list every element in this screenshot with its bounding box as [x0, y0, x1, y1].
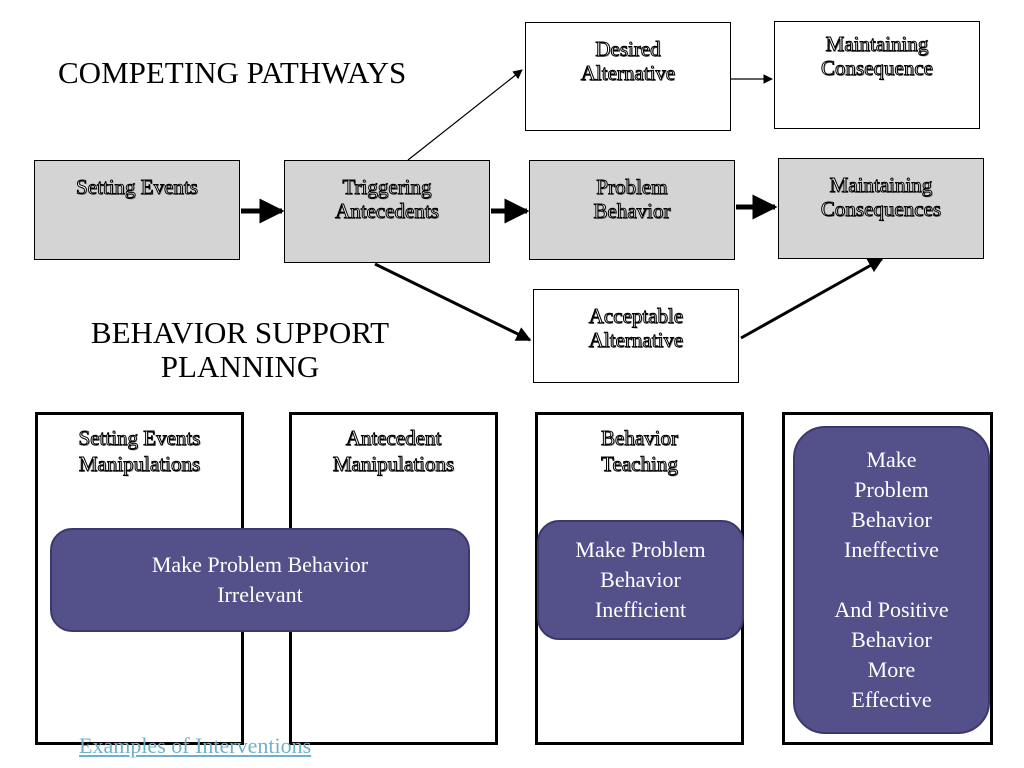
triggering-antecedents-box: Triggering Antecedents	[284, 160, 490, 263]
irrelevant-callout: Make Problem Behavior Irrelevant	[50, 528, 470, 632]
arrow-acceptable-to-consequences	[740, 257, 884, 340]
inefficient-callout: Make Problem Behavior Inefficient	[537, 520, 744, 640]
setting-events-box: Setting Events	[34, 160, 240, 260]
competing-pathways-title: COMPETING PATHWAYS	[58, 55, 407, 90]
maintaining-consequences-box: Maintaining Consequences	[778, 158, 984, 259]
arrow-trigger-to-desired	[407, 69, 523, 161]
behavior-support-planning-title: BEHAVIOR SUPPORT PLANNING	[90, 315, 390, 384]
desired-alternative-box: Desired Alternative	[525, 22, 731, 131]
acceptable-alternative-box: Acceptable Alternative	[533, 289, 739, 383]
examples-of-interventions-link[interactable]: Examples of Interventions	[79, 733, 312, 758]
problem-behavior-box: Problem Behavior	[529, 160, 735, 260]
ineffective-callout: Make Problem Behavior Ineffective And Po…	[793, 426, 990, 734]
arrow-trigger-to-acceptable	[374, 262, 532, 342]
maintaining-consequence-box: Maintaining Consequence	[774, 21, 980, 129]
